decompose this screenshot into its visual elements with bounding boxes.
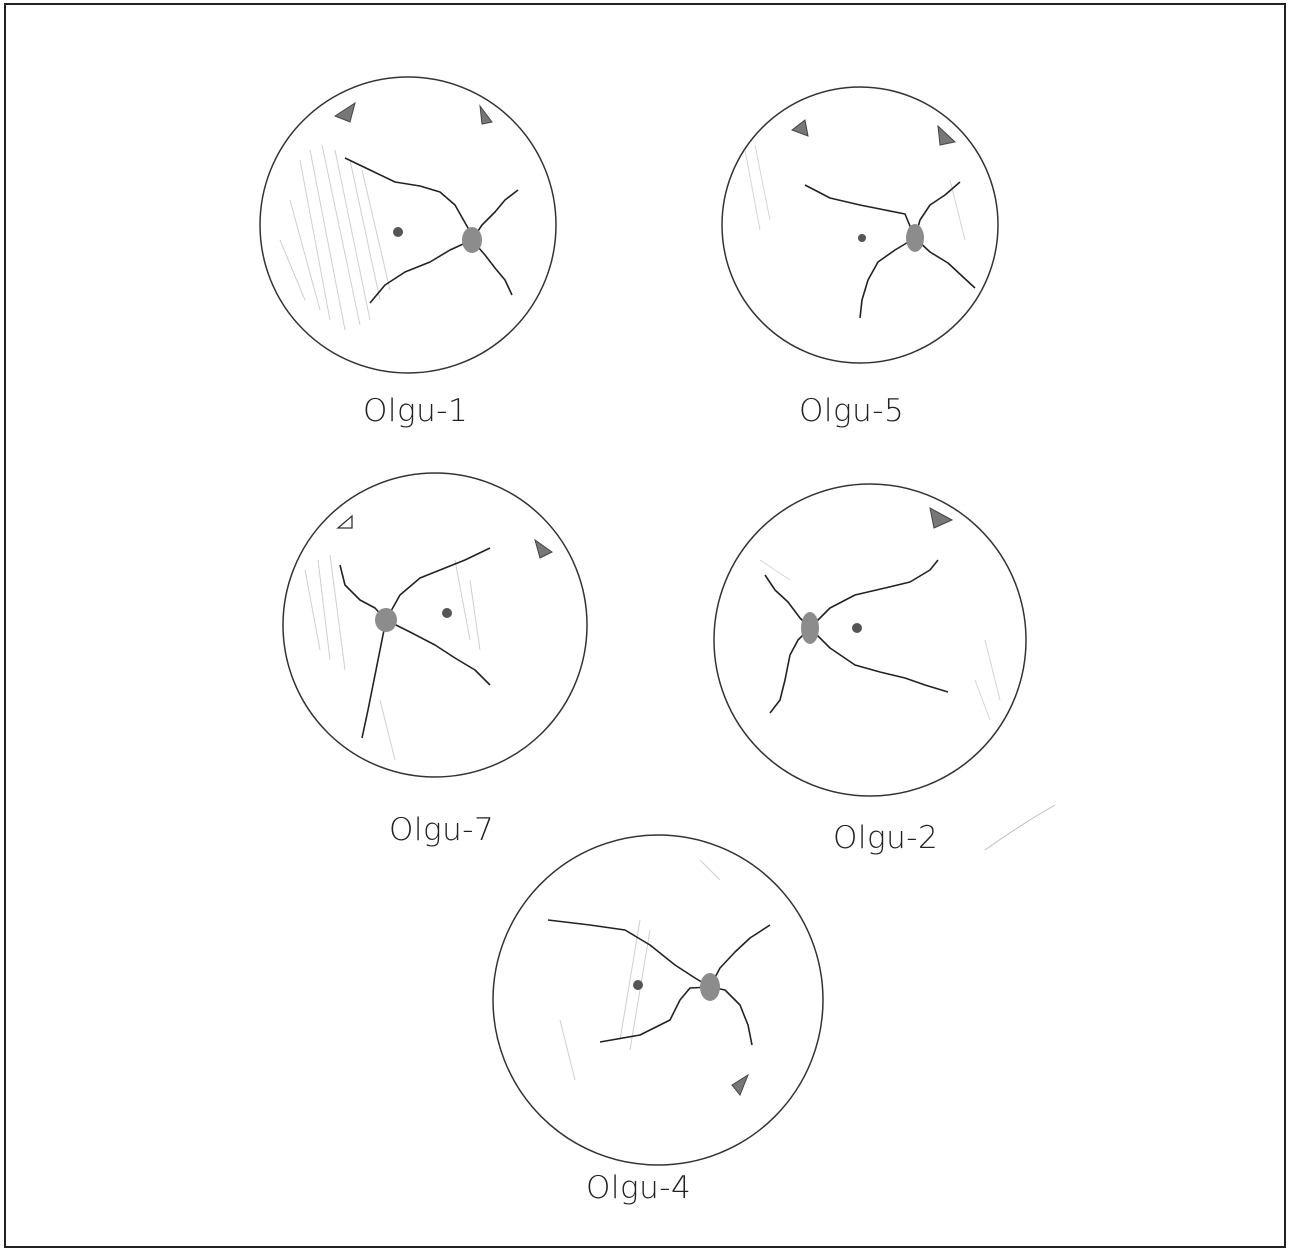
diagram-olgu-4 — [493, 835, 823, 1165]
texture-strokes — [280, 145, 390, 330]
boundary-circle — [722, 87, 998, 363]
fracture-lines — [805, 182, 975, 318]
boundary-circle — [714, 484, 1026, 796]
marker-icon — [480, 106, 492, 124]
focal-point — [801, 612, 819, 644]
small-dot — [852, 623, 862, 633]
focal-point — [906, 224, 924, 252]
boundary-circle — [493, 835, 823, 1165]
texture-strokes — [760, 560, 1000, 720]
fracture-lines — [548, 920, 770, 1045]
boundary-circle — [260, 77, 556, 373]
diagram-olgu-7 — [283, 473, 587, 777]
marker-icon — [535, 540, 552, 558]
marker-icon — [338, 516, 352, 528]
focal-point — [462, 227, 482, 253]
marker-icon — [938, 126, 955, 145]
diagram-olgu-1 — [260, 77, 556, 373]
fracture-lines — [765, 560, 948, 713]
texture-strokes — [560, 860, 720, 1080]
marker-icon — [930, 508, 952, 528]
texture-strokes — [745, 145, 965, 240]
diagram-olgu-5 — [722, 87, 998, 363]
diagram-label-olgu-2: Olgu-2 — [833, 820, 938, 856]
small-dot — [858, 234, 866, 242]
boundary-circle — [283, 473, 587, 777]
diagram-label-olgu-5: Olgu-5 — [799, 393, 904, 429]
small-dot — [442, 608, 452, 618]
marker-icon — [732, 1075, 748, 1095]
stray-line — [985, 805, 1055, 850]
diagram-olgu-2 — [714, 484, 1026, 796]
fracture-lines — [340, 548, 490, 738]
marker-icon — [335, 103, 355, 122]
focal-point — [375, 608, 397, 632]
small-dot — [633, 980, 643, 990]
diagram-label-olgu-1: Olgu-1 — [363, 393, 468, 429]
focal-point — [700, 973, 720, 1001]
marker-icon — [792, 120, 808, 136]
small-dot — [393, 227, 403, 237]
diagram-label-olgu-7: Olgu-7 — [389, 812, 494, 848]
diagram-label-olgu-4: Olgu-4 — [586, 1170, 691, 1206]
fracture-lines — [345, 158, 518, 303]
